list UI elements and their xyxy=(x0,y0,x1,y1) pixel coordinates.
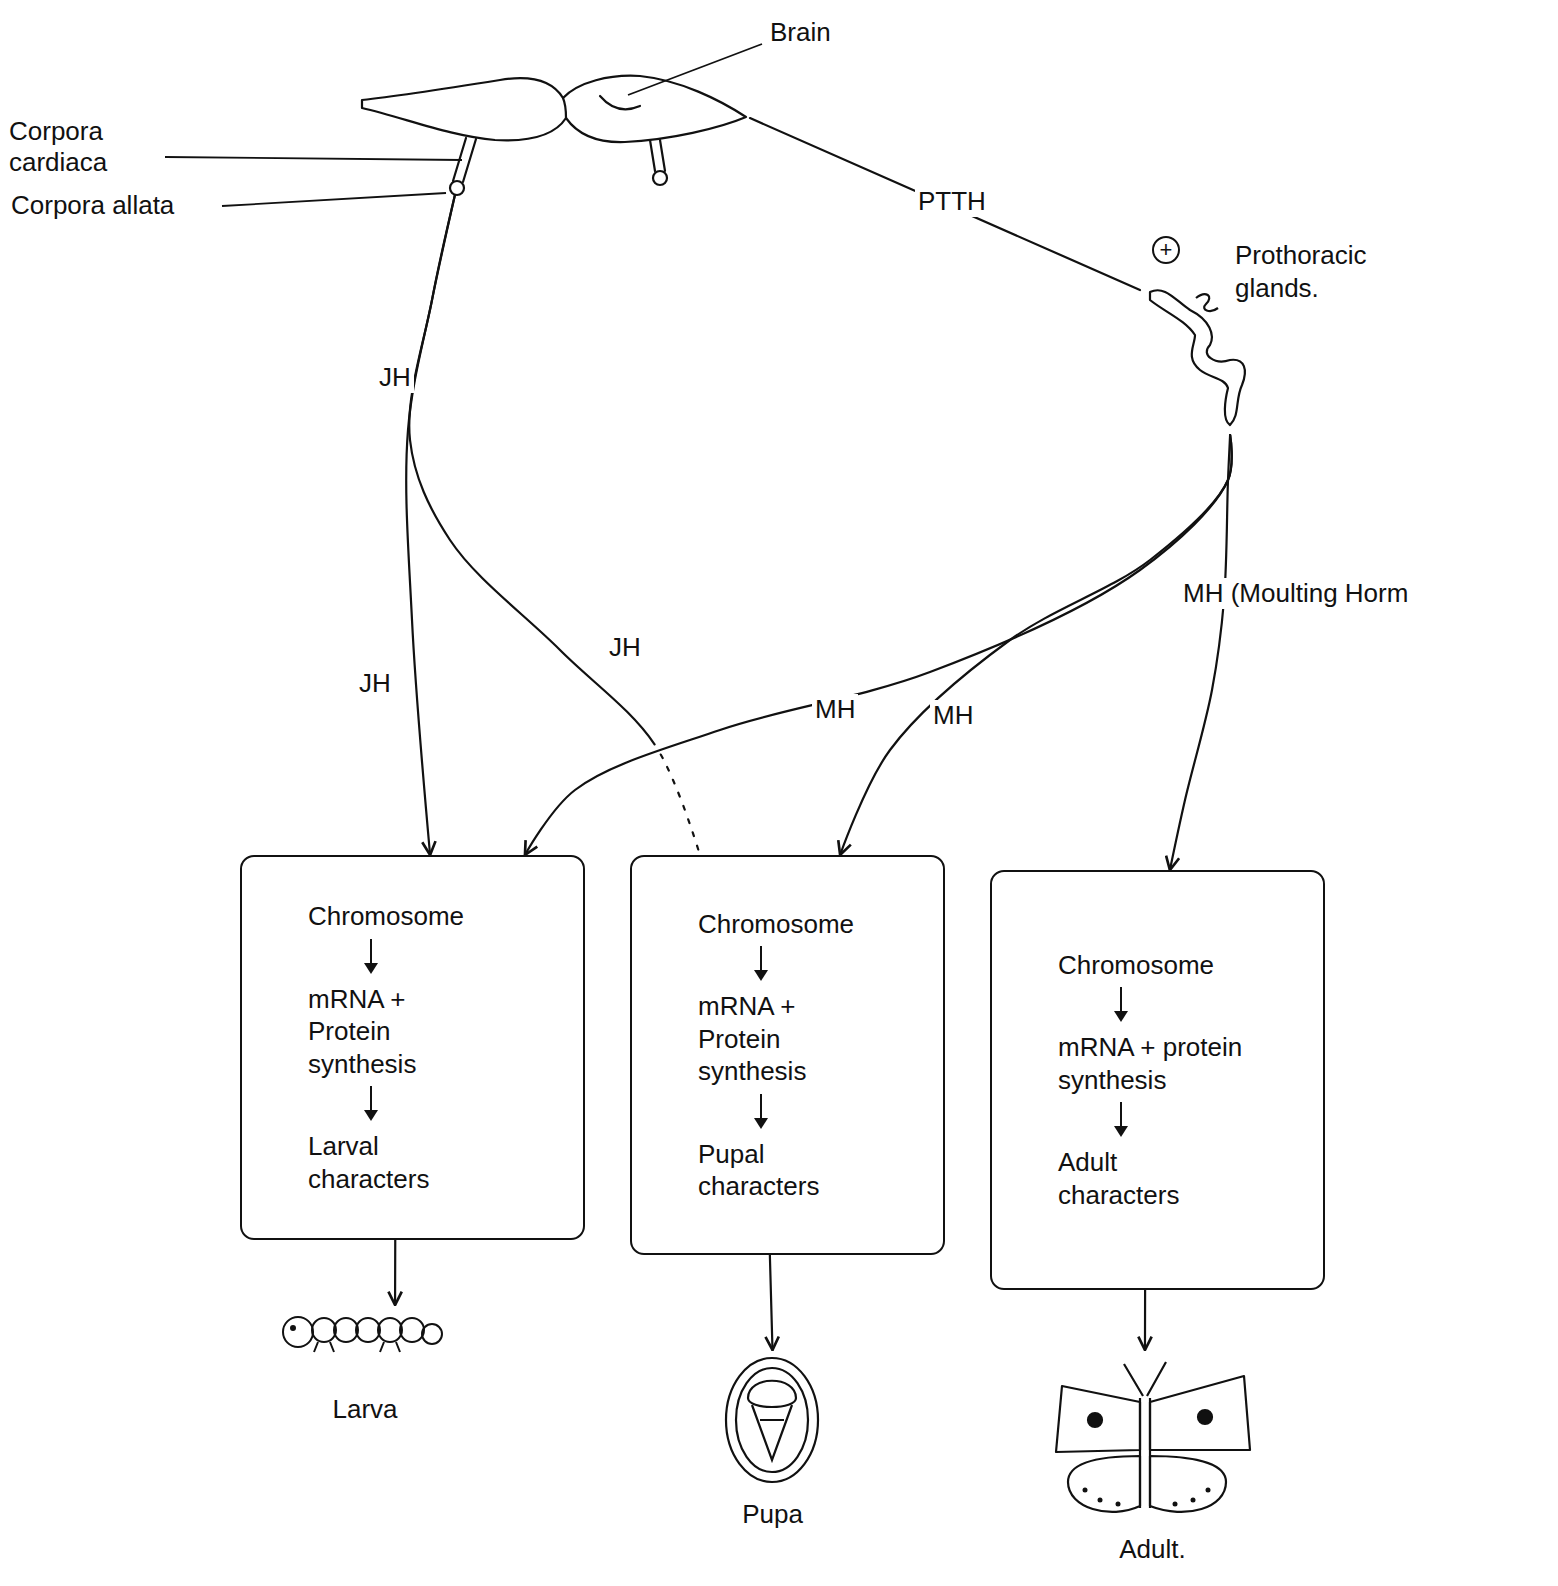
brain-midline xyxy=(563,98,566,118)
gland-curl xyxy=(1196,294,1218,311)
wing-dot xyxy=(1098,1498,1103,1503)
pupa-body xyxy=(752,1405,792,1460)
process-box: Chromosome mRNA + Protein synthesisPupal … xyxy=(630,855,945,1255)
hindwing xyxy=(1068,1456,1140,1512)
allata-bulb xyxy=(450,181,464,195)
butterfly-drawing xyxy=(1056,1362,1250,1512)
wing-dot xyxy=(1116,1502,1121,1507)
leader-line xyxy=(628,44,762,95)
box-text: Pupal characters xyxy=(698,1138,883,1203)
larva-eye xyxy=(291,1326,295,1330)
box-text: mRNA + Protein synthesis xyxy=(698,990,883,1088)
gland-outline xyxy=(1150,290,1245,425)
stage-figure: Larva xyxy=(275,1305,455,1440)
wing-dot xyxy=(1206,1488,1211,1493)
hormone-label: JH xyxy=(356,668,394,699)
hormone-path xyxy=(840,435,1232,855)
gland-drawing xyxy=(1150,290,1245,425)
leader-line xyxy=(165,157,462,160)
hormone-label: PTTH xyxy=(915,186,989,217)
larva-segment xyxy=(356,1318,380,1342)
allata-bulb xyxy=(653,171,667,185)
flow-arrow xyxy=(370,939,372,969)
flow-arrow xyxy=(370,1086,372,1116)
butterfly-body xyxy=(1140,1398,1150,1508)
process-box: Chromosome mRNA + protein synthesisAdult … xyxy=(990,870,1325,1290)
flow-arrow xyxy=(1120,1102,1122,1132)
sign-symbol: + xyxy=(1152,236,1180,264)
part-label: Corpora cardiaca xyxy=(6,116,162,178)
box-text: Chromosome xyxy=(1058,949,1214,982)
node-caption: Adult. xyxy=(1045,1533,1260,1566)
hormone-label: JH xyxy=(376,362,414,393)
stage-arrow xyxy=(1144,1290,1146,1350)
brain-region: Brain xyxy=(355,60,750,195)
hormone-path xyxy=(750,118,1140,290)
flow-arrow xyxy=(760,946,762,976)
pupa-case xyxy=(726,1358,818,1482)
hormone-path xyxy=(525,435,1232,855)
part-label: Corpora allata xyxy=(8,190,177,221)
hormone-path xyxy=(409,195,700,855)
brain-fold xyxy=(600,96,640,109)
hormone-label: MH (Moulting Horm xyxy=(1180,578,1411,609)
leader-line xyxy=(222,193,446,206)
larva-segment xyxy=(312,1318,336,1342)
node-caption: Larva xyxy=(275,1393,455,1426)
larva-drawing xyxy=(283,1317,442,1352)
box-text: mRNA + Protein synthesis xyxy=(308,983,493,1081)
stage-figure: Adult. xyxy=(1045,1350,1260,1575)
stage-arrow xyxy=(770,1255,773,1350)
pupa-drawing xyxy=(726,1358,818,1482)
pupa-head xyxy=(748,1381,796,1407)
box-text: mRNA + protein synthesis xyxy=(1058,1031,1243,1096)
forewing xyxy=(1150,1376,1250,1450)
wing-dot xyxy=(1191,1498,1196,1503)
gland-region: Prothoracic glands. xyxy=(1140,235,1470,435)
stage-figure: Pupa xyxy=(715,1350,830,1540)
brain-outline xyxy=(362,76,746,142)
hormone-path xyxy=(406,195,455,855)
brain-drawing xyxy=(362,76,746,195)
hormone-label: MH xyxy=(812,694,858,725)
wing-spot xyxy=(1088,1413,1102,1427)
pupa-case xyxy=(736,1368,808,1472)
process-box: Chromosome mRNA + Protein synthesisLarval… xyxy=(240,855,585,1240)
node-caption: Pupa xyxy=(695,1498,850,1531)
larva-head xyxy=(283,1317,313,1347)
wing-dot xyxy=(1173,1502,1178,1507)
hormone-path xyxy=(1170,435,1230,870)
larva-legs xyxy=(314,1342,400,1352)
wing-dot xyxy=(1083,1488,1088,1493)
flow-arrow xyxy=(1120,987,1122,1017)
hindwing xyxy=(1150,1456,1226,1512)
larva-segment xyxy=(334,1318,358,1342)
box-text: Chromosome xyxy=(698,908,854,941)
leader-lines xyxy=(165,44,762,206)
wing-dots xyxy=(1083,1488,1211,1507)
cardiaca-stalk xyxy=(650,140,665,171)
forewing xyxy=(1056,1386,1140,1452)
antenna xyxy=(1124,1362,1166,1396)
box-text: Chromosome xyxy=(308,900,464,933)
node-caption: Brain xyxy=(770,16,930,49)
box-text: Adult characters xyxy=(1058,1146,1243,1211)
hormone-label: MH xyxy=(930,700,976,731)
stage-arrow xyxy=(394,1240,396,1305)
box-text: Larval characters xyxy=(308,1130,493,1195)
larva-segment xyxy=(400,1318,424,1342)
larva-segment xyxy=(422,1324,442,1344)
wing-spot xyxy=(1198,1410,1212,1424)
larva-segment xyxy=(378,1318,402,1342)
node-caption: Prothoracic glands. xyxy=(1235,239,1425,304)
flow-arrow xyxy=(760,1094,762,1124)
hormone-label: JH xyxy=(606,632,644,663)
